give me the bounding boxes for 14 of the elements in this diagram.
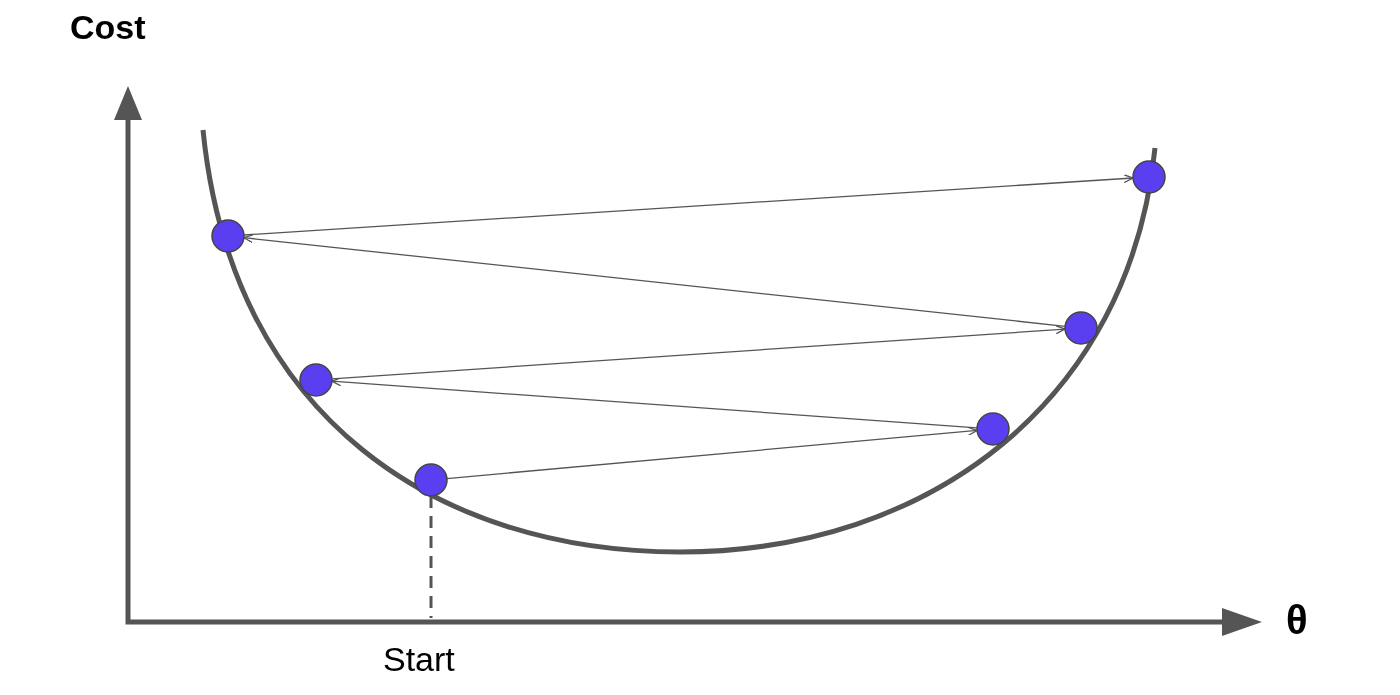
step-point bbox=[211, 219, 245, 253]
step-point bbox=[414, 463, 448, 497]
arrow bbox=[331, 325, 1066, 380]
arrow bbox=[243, 173, 1134, 236]
start-label: Start bbox=[383, 640, 455, 679]
axis-title: Cost bbox=[70, 8, 146, 47]
step-point bbox=[1132, 160, 1166, 194]
arrow bbox=[243, 234, 1066, 327]
axis-title: θ bbox=[1286, 598, 1308, 643]
step-point bbox=[1064, 311, 1098, 345]
step-point bbox=[976, 412, 1010, 446]
arrow bbox=[446, 426, 978, 480]
step-point bbox=[299, 363, 333, 397]
arrow bbox=[331, 377, 978, 429]
